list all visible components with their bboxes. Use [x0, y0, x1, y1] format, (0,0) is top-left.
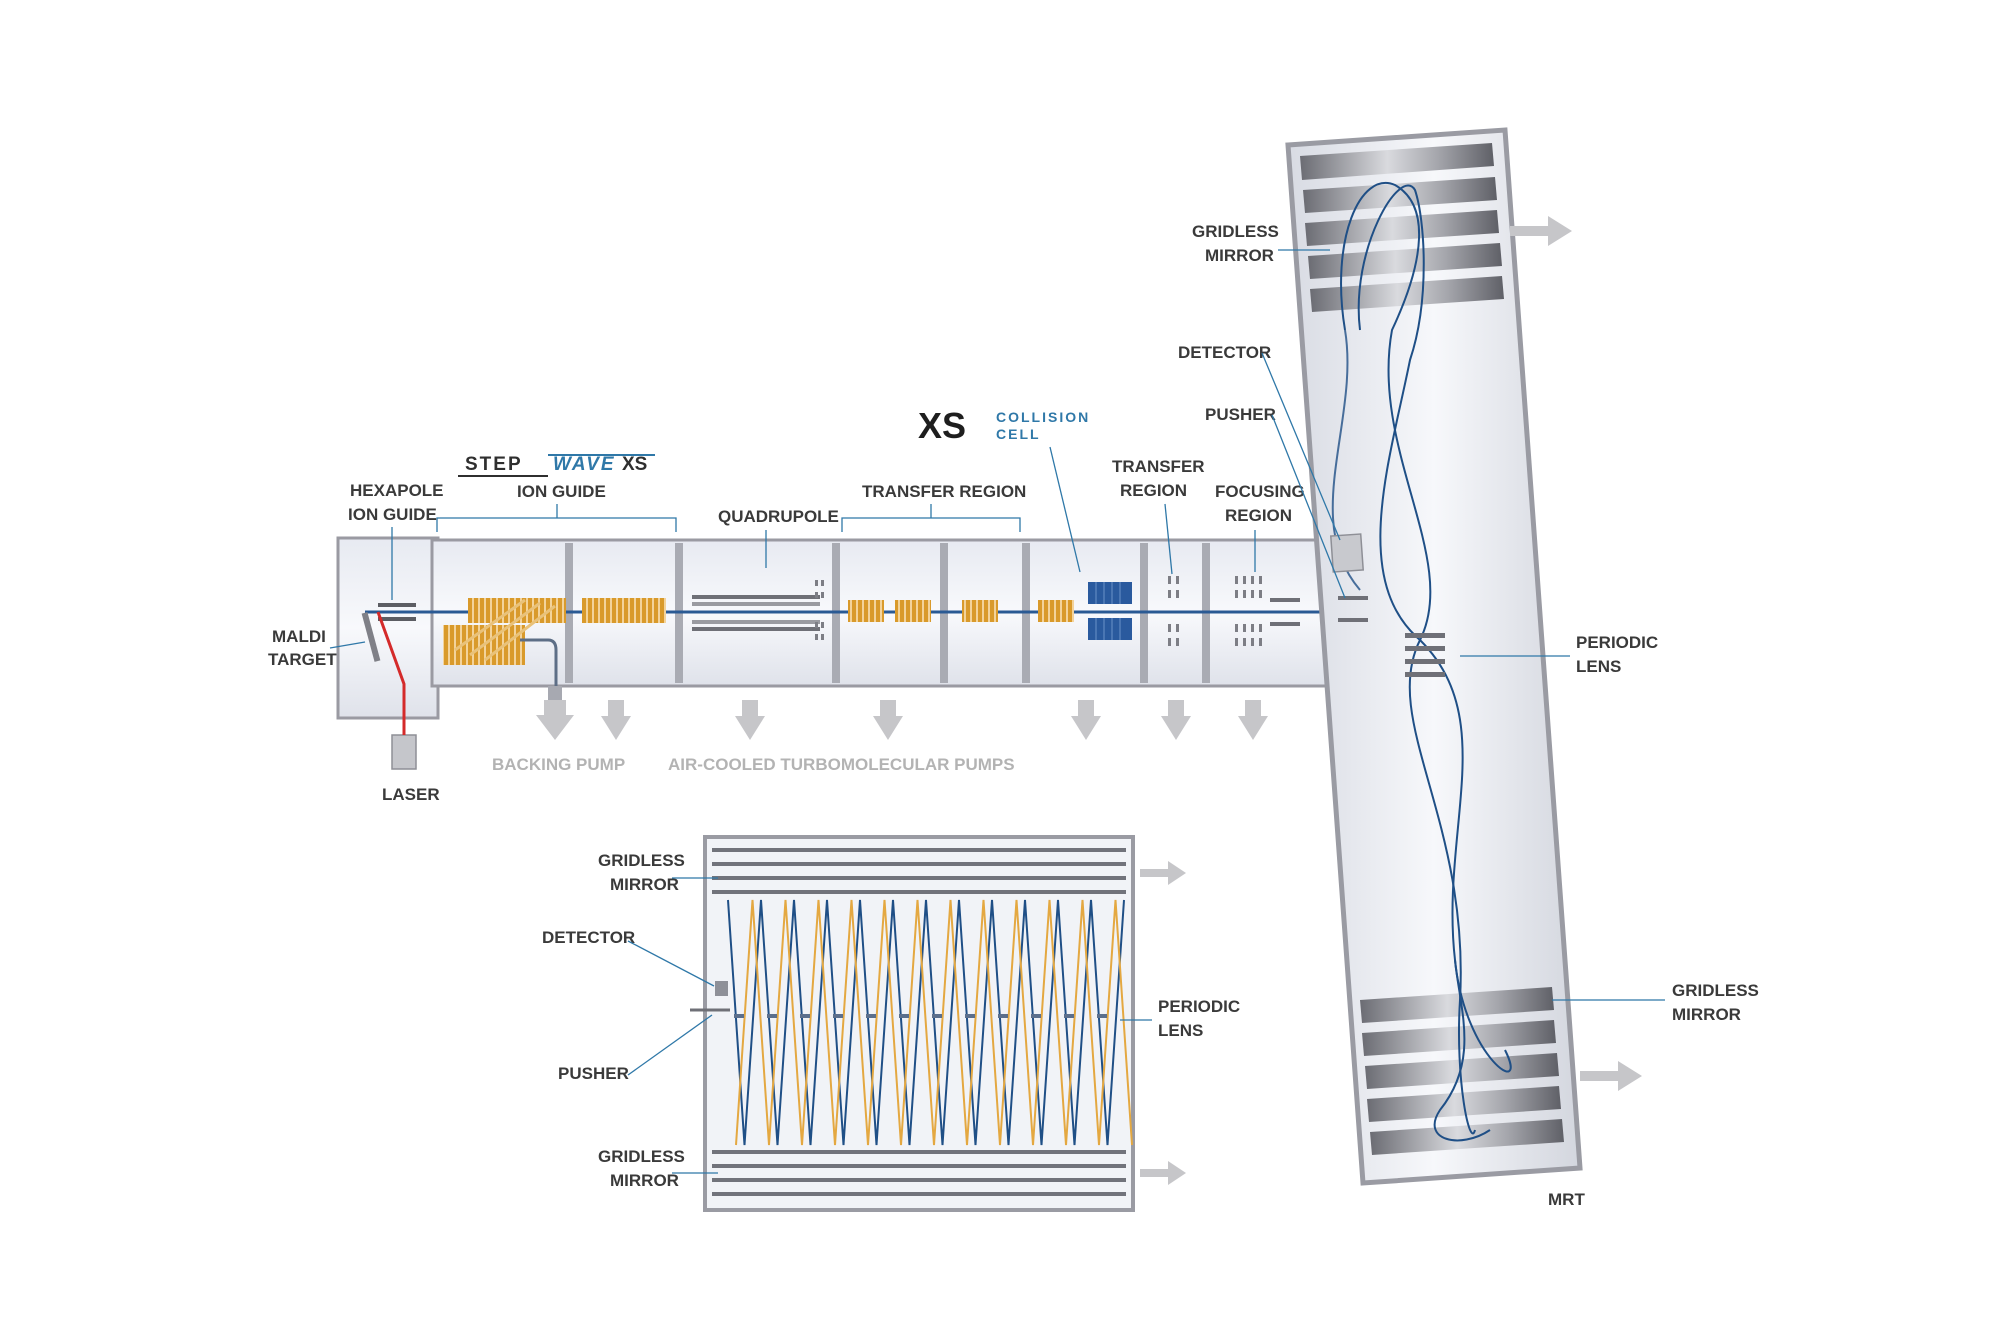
inset-periodic-lens-element	[866, 1014, 876, 1018]
pump-arrows	[536, 686, 1268, 740]
label-maldi-line1: MALDI	[272, 627, 326, 646]
collision-line2: CELL	[996, 426, 1041, 442]
stepwave-brand-step: STEP	[465, 454, 523, 475]
label-transfer-region: TRANSFER REGION	[862, 482, 1026, 501]
inset-ion-path-orange	[735, 899, 1133, 1146]
inset-periodic-lens-element	[800, 1014, 810, 1018]
label-hexapole-line1: HEXAPOLE	[350, 481, 444, 500]
inset-periodic-lens-element	[833, 1014, 843, 1018]
label-mrt-periodic-line1: PERIODIC	[1576, 633, 1658, 652]
mrt-analyzer	[1285, 127, 1642, 1186]
inset-periodic-lens-element	[767, 1014, 777, 1018]
label-mrt-bottom-gridless-line1: GRIDLESS	[1672, 981, 1759, 1000]
label-inset-bottom-mirror-line2: MIRROR	[610, 1171, 679, 1190]
labels: HEXAPOLE ION GUIDE ION GUIDE QUADRUPOLE …	[268, 222, 1759, 1209]
stepwave-brand-wave: WAVE	[553, 454, 616, 475]
label-mrt-top-mirror-line2: MIRROR	[1205, 246, 1274, 265]
label-quadrupole: QUADRUPOLE	[718, 507, 839, 526]
inset-ion-paths	[727, 899, 1133, 1146]
inset-periodic-lens-element	[1064, 1014, 1074, 1018]
inset-periodic-lens-element	[734, 1014, 744, 1018]
inset-periodic-lens-element	[1031, 1014, 1041, 1018]
label-mrt: MRT	[1548, 1190, 1585, 1209]
label-inset-periodic-line2: LENS	[1158, 1021, 1203, 1040]
label-inset-top-gridless-line1: GRIDLESS	[598, 851, 685, 870]
label-inset-pusher: PUSHER	[558, 1064, 629, 1083]
inset-panel	[690, 835, 1186, 1212]
leaders	[329, 249, 1665, 1174]
label-inset-bottom-gridless-line1: GRIDLESS	[598, 1147, 685, 1166]
inset-periodic-lens-element	[1097, 1014, 1107, 1018]
xs-brand: XS	[918, 405, 966, 446]
label-focusing-line1: FOCUSING	[1215, 482, 1305, 501]
label-backing-pump: BACKING PUMP	[492, 755, 625, 774]
label-ion-guide: ION GUIDE	[517, 482, 606, 501]
label-focusing-line2: REGION	[1225, 506, 1292, 525]
source-housing	[336, 536, 440, 720]
label-transfer-line1: TRANSFER	[1112, 457, 1205, 476]
stepwave-logo: STEP WAVE XS	[458, 454, 655, 477]
label-hexapole-line2: ION GUIDE	[348, 505, 437, 524]
label-transfer-line2: REGION	[1120, 481, 1187, 500]
label-inset-periodic-line1: PERIODIC	[1158, 997, 1240, 1016]
inset-periodic-lens-element	[998, 1014, 1008, 1018]
inset-periodic-lens-element	[899, 1014, 909, 1018]
main-chamber	[336, 536, 1330, 770]
label-mrt-top-gridless-line1: GRIDLESS	[1192, 222, 1279, 241]
label-inset-detector: DETECTOR	[542, 928, 635, 947]
label-mrt-periodic-line2: LENS	[1576, 657, 1621, 676]
label-mrt-pusher: PUSHER	[1205, 405, 1276, 424]
label-mrt-bottom-mirror-line2: MIRROR	[1672, 1005, 1741, 1024]
inset-periodic-lens-element	[965, 1014, 975, 1018]
stepwave-brand-xs: XS	[622, 454, 647, 475]
label-inset-top-mirror-line2: MIRROR	[610, 875, 679, 894]
collision-line1: COLLISION	[996, 409, 1090, 425]
label-laser: LASER	[382, 785, 440, 804]
inset-ion-path-blue	[727, 899, 1125, 1146]
inset-periodic-lens-element	[932, 1014, 942, 1018]
xs-collision-cell-logo: XS COLLISION CELL	[918, 405, 1090, 446]
label-maldi-line2: TARGET	[268, 650, 337, 669]
label-mrt-detector: DETECTOR	[1178, 343, 1271, 362]
label-turbo-pumps: AIR-COOLED TURBOMOLECULAR PUMPS	[668, 755, 1015, 774]
